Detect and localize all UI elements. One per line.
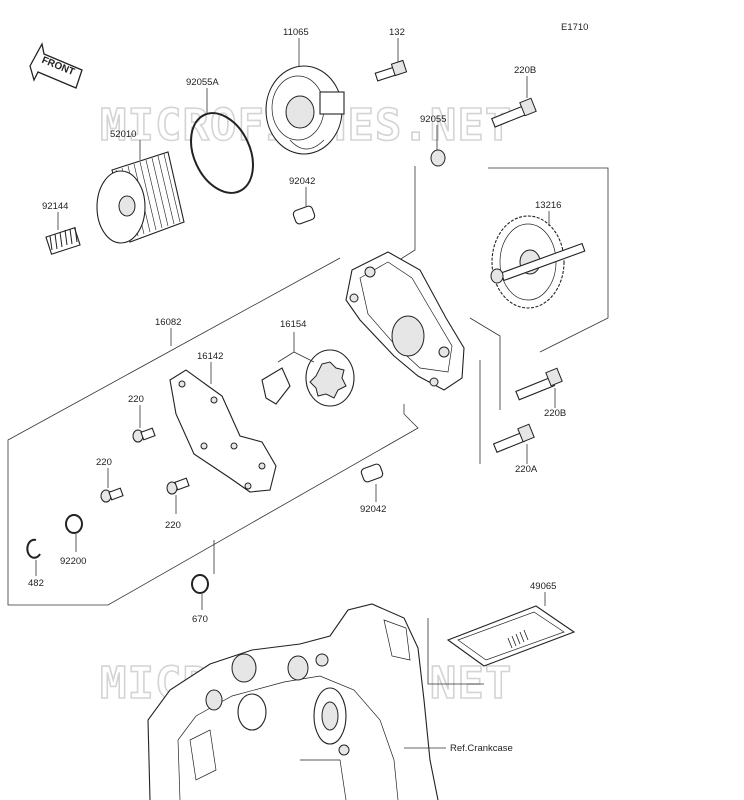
part-13216: 13216 [535, 200, 561, 211]
part-220B-top: 220B [514, 65, 536, 76]
circlip-482 [26, 538, 41, 559]
dowel-92042-bottom [360, 463, 384, 483]
part-670: 670 [192, 614, 208, 625]
frame-left [7, 257, 419, 606]
screw-220-c [166, 477, 190, 495]
front-arrow-icon: FRONT [29, 42, 83, 89]
oil-filter-52010 [96, 151, 185, 244]
spring-92144 [45, 226, 81, 255]
oil-pump-body [345, 251, 465, 391]
rotor-16154 [261, 349, 355, 407]
part-92055: 92055 [420, 114, 446, 125]
part-16154: 16154 [280, 319, 306, 330]
washer-92055 [430, 149, 446, 167]
part-482: 482 [28, 578, 44, 589]
frame-pump-upper [488, 167, 609, 353]
oring-670 [191, 574, 209, 594]
gear-13216 [490, 215, 586, 309]
reference-crankcase: Ref.Crankcase [450, 743, 513, 754]
frame-right [395, 166, 416, 263]
bolt-220B-top [491, 97, 537, 128]
screw-220-b [100, 487, 124, 503]
cover-11065 [265, 65, 345, 155]
part-220B-right: 220B [544, 408, 566, 419]
part-92042-top: 92042 [289, 176, 315, 187]
part-220-b: 220 [96, 457, 112, 468]
bolt-220B-right [515, 367, 563, 401]
dowel-92042-top [292, 205, 316, 225]
part-92144: 92144 [42, 201, 68, 212]
part-92055A: 92055A [186, 77, 219, 88]
diagram-code: E1710 [561, 22, 588, 33]
part-16082: 16082 [155, 317, 181, 328]
part-11065: 11065 [283, 27, 309, 38]
part-220-c: 220 [165, 520, 181, 531]
screen-49065 [446, 605, 576, 667]
bolt-220A [492, 423, 535, 453]
part-132: 132 [389, 27, 405, 38]
screw-220-a [132, 427, 156, 443]
washer-92200 [65, 514, 83, 534]
part-52010: 52010 [110, 129, 136, 140]
part-49065: 49065 [530, 581, 556, 592]
plate-16142 [169, 369, 277, 493]
frame-pump-lower [469, 317, 501, 410]
part-220A: 220A [515, 464, 538, 475]
crankcase-outline [147, 603, 439, 800]
bolt-132 [374, 59, 408, 82]
part-16142: 16142 [197, 351, 223, 362]
oring-92055A [190, 112, 254, 194]
part-92042-bottom: 92042 [360, 504, 386, 515]
part-92200: 92200 [60, 556, 86, 567]
part-220-a: 220 [128, 394, 144, 405]
